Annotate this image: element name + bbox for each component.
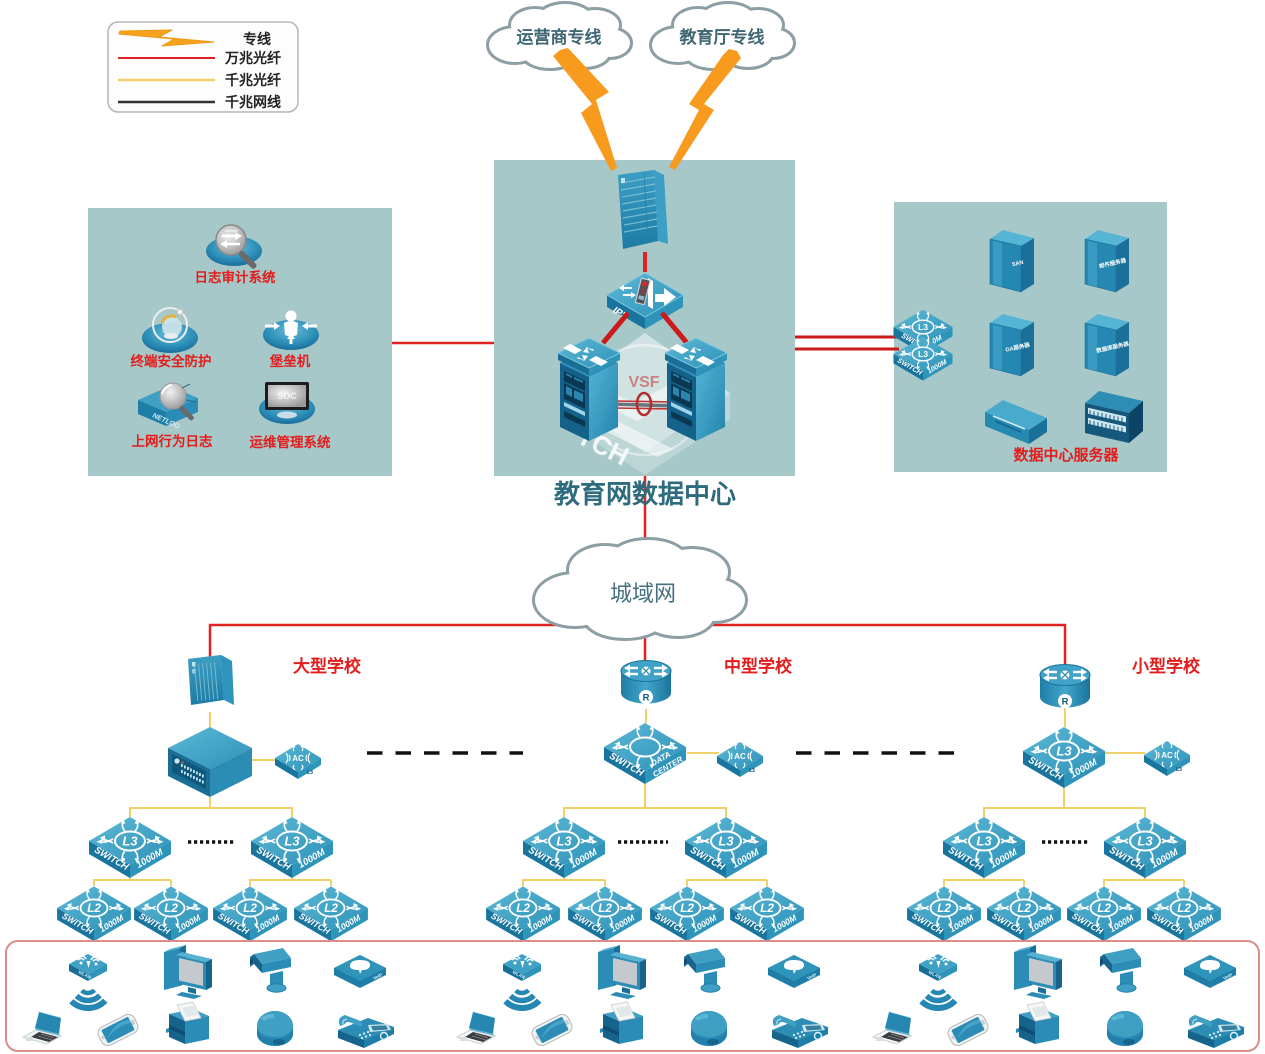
svg-text:S: S — [640, 288, 647, 296]
svg-text:中型学校: 中型学校 — [724, 656, 793, 676]
svg-text:专线: 专线 — [243, 31, 271, 47]
svg-text:L3: L3 — [918, 322, 928, 332]
svg-text:千兆网线: 千兆网线 — [225, 94, 281, 110]
svg-text:L3: L3 — [918, 349, 928, 359]
svg-text:教育厅专线: 教育厅专线 — [679, 27, 765, 47]
svg-text:万兆光纤: 万兆光纤 — [224, 50, 281, 66]
svg-text:运营商专线: 运营商专线 — [517, 27, 602, 47]
svg-text:数据中心服务器: 数据中心服务器 — [1013, 446, 1119, 464]
svg-text:运维管理系统: 运维管理系统 — [250, 434, 331, 450]
svg-text:终端安全防护: 终端安全防护 — [131, 353, 212, 369]
svg-text:城域网: 城域网 — [610, 581, 676, 606]
svg-text:千兆光纤: 千兆光纤 — [225, 72, 281, 88]
svg-text:SOC: SOC — [277, 391, 297, 401]
svg-text:教育网数据中心: 教育网数据中心 — [554, 479, 736, 509]
svg-text:堡垒机: 堡垒机 — [270, 353, 311, 369]
svg-text:日志审计系统: 日志审计系统 — [195, 269, 276, 285]
svg-text:VSF: VSF — [628, 374, 659, 391]
svg-text:小型学校: 小型学校 — [1132, 656, 1201, 676]
svg-text:大型学校: 大型学校 — [293, 656, 362, 676]
svg-text:SAN: SAN — [1011, 260, 1024, 268]
svg-text:上网行为日志: 上网行为日志 — [132, 433, 213, 449]
